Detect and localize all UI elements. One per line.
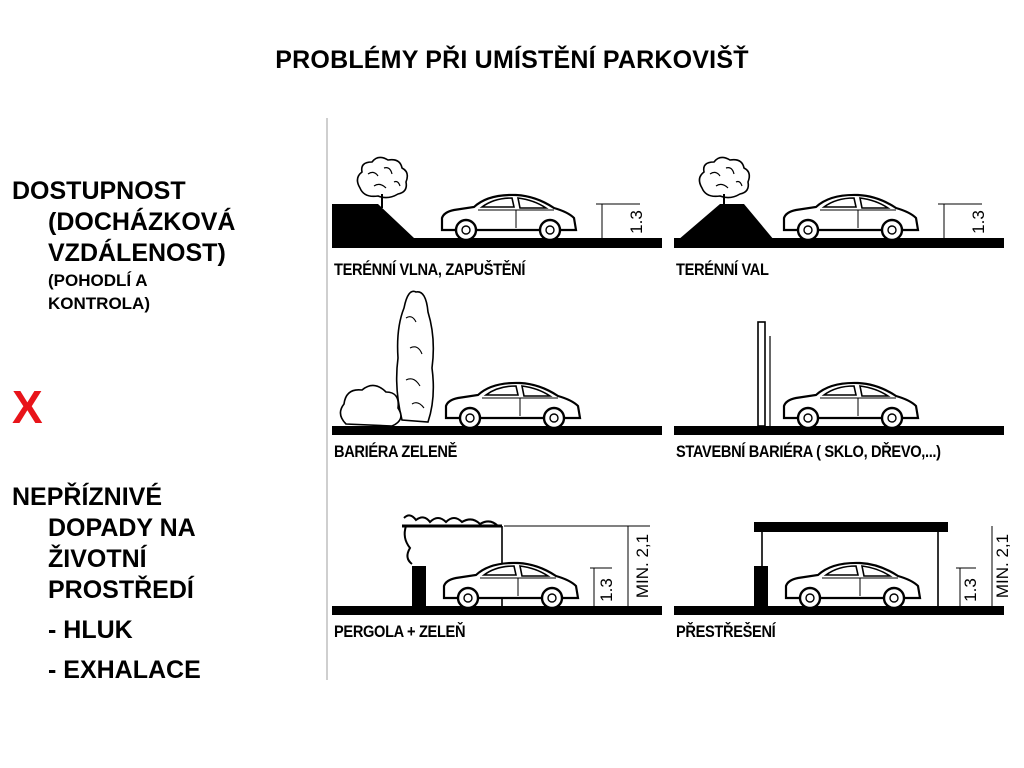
caption-pergola: PERGOLA + ZELEŇ — [334, 622, 466, 641]
walking-distance-line1: (DOCHÁZKOVÁ — [48, 208, 236, 236]
slide-title: PROBLÉMY PŘI UMÍSTĚNÍ PARKOVIŠŤ — [275, 46, 749, 74]
comfort-control-line1: (POHODLÍ A — [48, 271, 148, 290]
caption-terrain-wave: TERÉNNÍ VLNA, ZAPUŠTĚNÍ — [334, 260, 526, 279]
height-dimension-label: 1.3 — [597, 578, 616, 602]
figure-left-edge — [326, 118, 328, 680]
panel-terrain-bank: 1.3 TERÉNNÍ VAL — [674, 148, 1004, 288]
item-noise: - HLUK — [48, 616, 133, 644]
negative-impacts-line3: ŽIVOTNÍ — [48, 545, 147, 573]
car-icon — [440, 193, 578, 242]
parking-barrier-diagrams: 1.3 TERÉNNÍ VLNA, ZAPUŠTĚNÍ 1.3 TERÉNNÍ … — [326, 118, 1024, 680]
accessibility-heading: DOSTUPNOST — [12, 177, 186, 205]
built-barrier-drawing — [674, 321, 1004, 435]
terrain-bank-drawing: 1.3 — [674, 156, 1004, 248]
height-dimension-label: 1.3 — [961, 578, 980, 602]
panel-pergola: 1.3 MIN. 2,1 PERGOLA + ZELEŇ — [332, 508, 662, 648]
roof-drawing: 1.3 MIN. 2,1 — [674, 522, 1010, 615]
caption-built-barrier: STAVEBNÍ BARIÉRA ( SKLO, DŘEVO,...) — [676, 442, 941, 461]
panel-green-barrier: BARIÉRA ZELENĚ — [332, 288, 662, 468]
item-exhaust: - EXHALACE — [48, 656, 201, 684]
comfort-control-line2: KONTROLA) — [48, 294, 150, 313]
height-dimension-label: 1.3 — [627, 210, 646, 234]
caption-roof: PŘESTŘEŠENÍ — [676, 622, 776, 641]
caption-terrain-bank: TERÉNNÍ VAL — [676, 260, 769, 279]
green-barrier-drawing — [332, 290, 662, 435]
terrain-wave-drawing: 1.3 — [332, 156, 662, 248]
versus-x-mark: X — [12, 381, 43, 433]
panel-built-barrier: STAVEBNÍ BARIÉRA ( SKLO, DŘEVO,...) — [674, 288, 1010, 468]
car-icon — [784, 561, 922, 610]
accessibility-block: DOSTUPNOST (DOCHÁZKOVÁ VZDÁLENOST) (POHO… — [12, 176, 312, 315]
height-dimension-label: 1.3 — [969, 210, 988, 234]
walking-distance-line2: VZDÁLENOST) — [48, 239, 226, 267]
caption-green-barrier: BARIÉRA ZELENĚ — [334, 442, 457, 461]
negative-impacts-line1: NEPŘÍZNIVÉ — [12, 483, 163, 511]
panel-roof: 1.3 MIN. 2,1 PŘESTŘEŠENÍ — [674, 508, 1010, 648]
panel-terrain-wave: 1.3 TERÉNNÍ VLNA, ZAPUŠTĚNÍ — [332, 148, 662, 288]
negative-impacts-line2: DOPADY NA — [48, 514, 196, 542]
car-icon — [782, 381, 920, 430]
min-height-dimension-label: MIN. 2,1 — [993, 534, 1010, 598]
tree-icon — [356, 156, 409, 209]
car-icon — [782, 193, 920, 242]
car-icon — [442, 561, 580, 610]
environment-block: NEPŘÍZNIVÉ DOPADY NA ŽIVOTNÍ PROSTŘEDÍ -… — [12, 482, 312, 686]
negative-impacts-line4: PROSTŘEDÍ — [48, 576, 194, 604]
car-icon — [444, 381, 582, 430]
pergola-drawing: 1.3 MIN. 2,1 — [332, 514, 662, 615]
tree-icon — [698, 156, 751, 209]
min-height-dimension-label: MIN. 2,1 — [633, 534, 652, 598]
